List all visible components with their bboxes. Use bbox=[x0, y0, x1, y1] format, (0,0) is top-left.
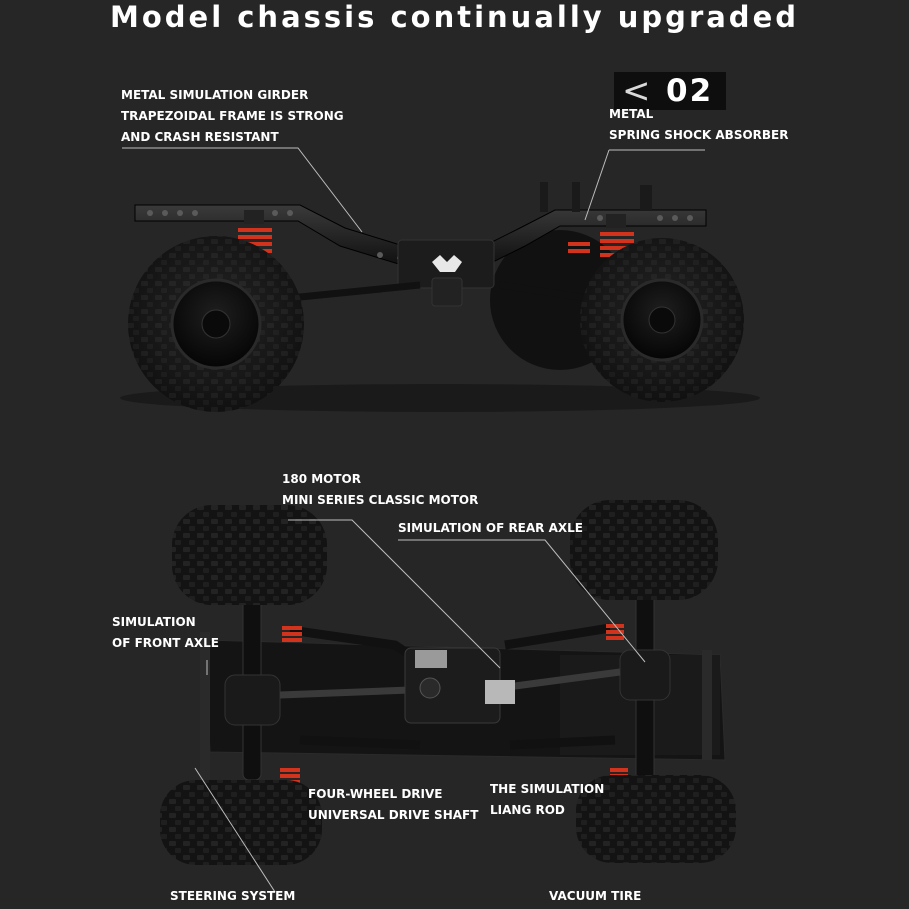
page-title: Model chassis continually upgraded bbox=[110, 0, 799, 34]
tire-front-left bbox=[172, 505, 327, 605]
callout-motor-line-1: 180 MOTOR bbox=[282, 472, 361, 486]
callout-shock: METAL SPRING SHOCK ABSORBER bbox=[609, 104, 788, 146]
callout-drive-shaft: FOUR-WHEEL DRIVE UNIVERSAL DRIVE SHAFT bbox=[308, 784, 478, 826]
front-tire-side bbox=[128, 236, 304, 412]
callout-motor-line-2: MINI SERIES CLASSIC MOTOR bbox=[282, 493, 479, 507]
bottom-view-chassis bbox=[160, 500, 736, 865]
callout-steering: STEERING SYSTEM bbox=[170, 889, 296, 903]
callout-girder-line-1: METAL SIMULATION GIRDER bbox=[121, 88, 309, 102]
callout-girder: METAL SIMULATION GIRDER TRAPEZOIDAL FRAM… bbox=[121, 85, 344, 148]
callout-rear-axle: SIMULATION OF REAR AXLE bbox=[398, 521, 583, 535]
callout-shock-line-1: METAL bbox=[609, 107, 654, 121]
callout-girder-line-2: TRAPEZOIDAL FRAME IS STRONG bbox=[121, 109, 344, 123]
rear-tire-side bbox=[580, 238, 744, 402]
tire-rear-right bbox=[576, 775, 736, 863]
callout-motor: 180 MOTOR MINI SERIES CLASSIC MOTOR bbox=[282, 469, 478, 511]
tire-front-right bbox=[160, 780, 322, 865]
callout-tire: VACUUM TIRE bbox=[549, 889, 642, 903]
chevron-left-icon: < bbox=[622, 71, 651, 111]
callout-drive-shaft-line-2: UNIVERSAL DRIVE SHAFT bbox=[308, 808, 479, 822]
callout-front-axle-line-2: OF FRONT AXLE bbox=[112, 636, 220, 650]
section-number-badge: < 02 bbox=[614, 72, 726, 110]
callout-drive-shaft-line-1: FOUR-WHEEL DRIVE bbox=[308, 787, 443, 801]
callout-front-axle: SIMULATION OF FRONT AXLE bbox=[112, 612, 219, 654]
callout-girder-line-3: AND CRASH RESISTANT bbox=[121, 130, 279, 144]
callout-liang-rod-line-1: THE SIMULATION bbox=[490, 782, 605, 796]
callout-lines bbox=[122, 147, 705, 893]
callout-liang-rod: THE SIMULATION LIANG ROD bbox=[490, 779, 604, 821]
section-number: 02 bbox=[666, 73, 714, 109]
callout-liang-rod-line-2: LIANG ROD bbox=[490, 803, 565, 817]
callout-shock-line-2: SPRING SHOCK ABSORBER bbox=[609, 128, 789, 142]
tire-rear-left bbox=[570, 500, 718, 600]
side-view-chassis bbox=[120, 182, 760, 412]
callout-front-axle-line-1: SIMULATION bbox=[112, 615, 196, 629]
